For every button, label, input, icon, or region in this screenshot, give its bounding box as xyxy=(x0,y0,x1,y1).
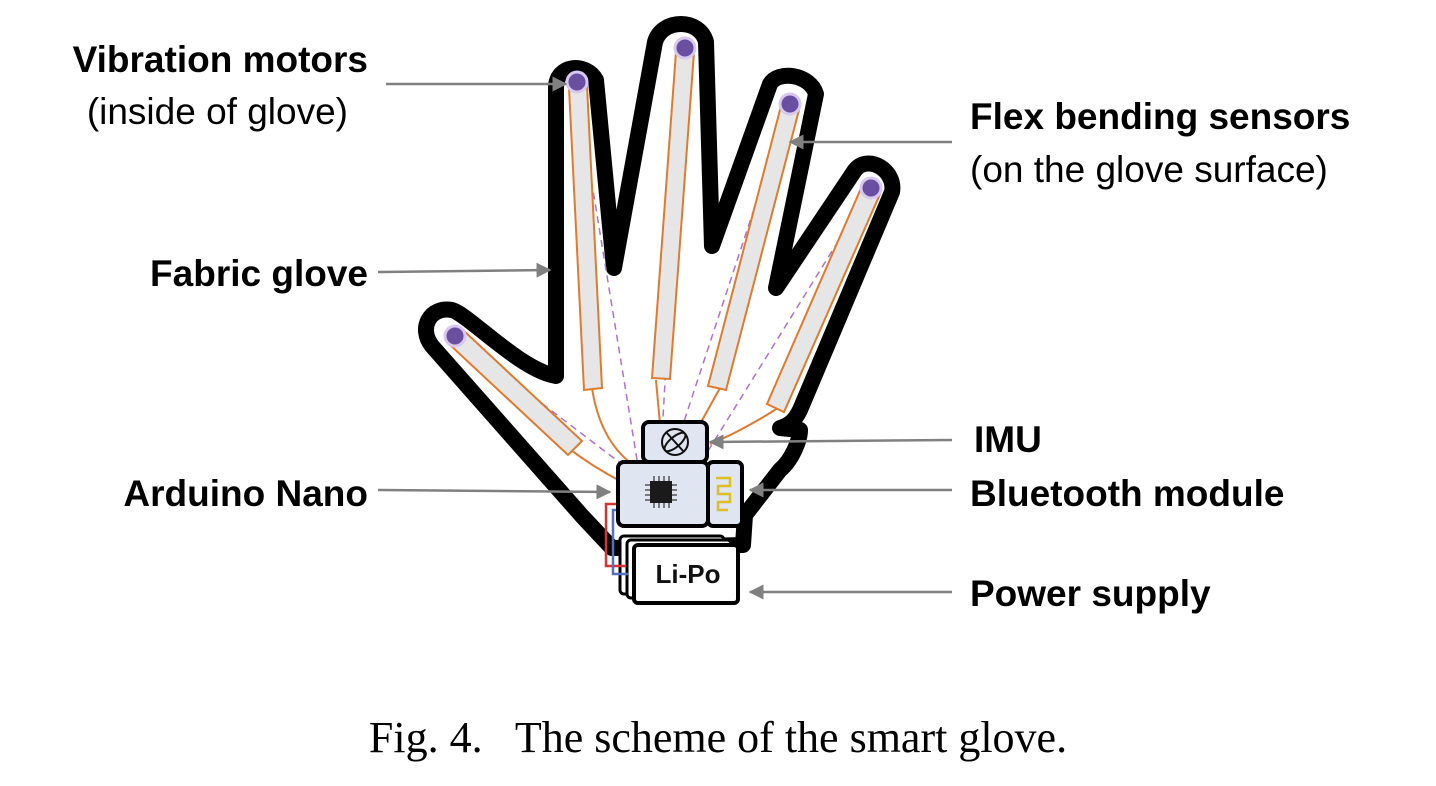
dashed-wire-little xyxy=(689,189,871,481)
vibration-motor-thumb xyxy=(443,324,467,348)
vibration-motor-index xyxy=(565,70,589,94)
sensor-wire-middle xyxy=(655,379,661,425)
fabric-glove-label: Fabric glove xyxy=(150,253,368,294)
vibration-motors-label: Vibration motors xyxy=(72,39,368,80)
arrow-arduino-nano xyxy=(377,484,612,500)
pointer-arrows xyxy=(377,76,953,600)
figure-caption: Fig. 4. The scheme of the smart glove. xyxy=(368,713,1068,762)
vibration-motors-sublabel: (inside of glove) xyxy=(86,91,348,132)
flex-sensors-label: Flex bending sensors xyxy=(970,96,1351,137)
vibration-motor-little xyxy=(859,176,883,200)
battery-wire-red xyxy=(604,502,626,568)
arrow-fabric-glove xyxy=(377,262,552,278)
microchip-icon xyxy=(645,476,677,508)
sensor-wire-index xyxy=(591,387,633,465)
bluetooth-label: Bluetooth module xyxy=(970,473,1285,514)
sensor-wire-ring xyxy=(699,387,721,425)
vibration-motor-middle xyxy=(673,36,697,60)
vibration-motors xyxy=(443,36,883,348)
battery-label: Li-Po xyxy=(655,559,721,589)
gyroscope-icon xyxy=(661,428,689,456)
vibration-motor-ring xyxy=(778,92,802,116)
arduino-nano-label: Arduino Nano xyxy=(123,473,368,514)
bluetooth-module xyxy=(706,460,744,528)
imu-label: IMU xyxy=(974,419,1042,460)
power-supply xyxy=(618,534,740,605)
battery-front xyxy=(632,543,740,605)
arrow-imu xyxy=(708,434,953,450)
arduino-nano-board xyxy=(616,460,710,528)
imu-module xyxy=(641,420,709,464)
power-supply-label: Power supply xyxy=(970,573,1211,614)
antenna-icon xyxy=(716,476,732,512)
flex-sensors-sublabel: (on the glove surface) xyxy=(970,149,1328,190)
